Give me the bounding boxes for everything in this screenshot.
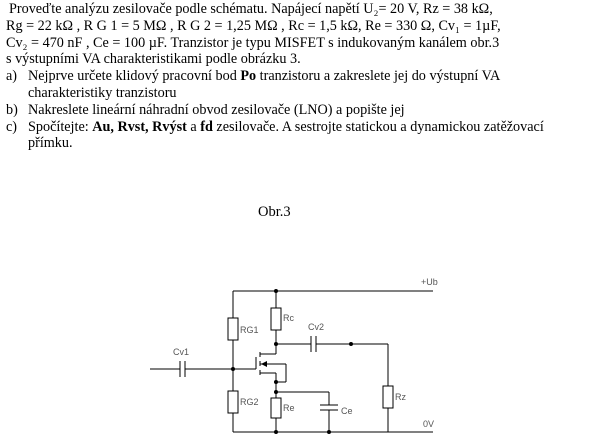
figure-label: Obr.3 bbox=[258, 204, 291, 220]
task-a: a) Nejprve určete klidový pracovní bod P… bbox=[6, 68, 586, 102]
rz-label: Rz bbox=[395, 392, 406, 402]
substrate-arrow-icon bbox=[261, 361, 267, 367]
re-label: Re bbox=[283, 403, 295, 413]
cv2-label: Cv2 bbox=[308, 322, 324, 332]
problem-text: Proveďte analýzu zesilovače podle schéma… bbox=[6, 1, 586, 152]
task-b-mark: b) bbox=[6, 101, 18, 118]
ground-label: 0V bbox=[423, 419, 434, 429]
output-node-dot bbox=[349, 342, 353, 346]
task-c-text-2: a bbox=[186, 118, 201, 135]
rc-label: Rc bbox=[283, 313, 294, 323]
re-ce-node-dot bbox=[274, 390, 278, 394]
rc-supply-dot bbox=[274, 289, 278, 293]
ce-ground-dot bbox=[327, 430, 331, 434]
rg2-label: RG2 bbox=[240, 397, 259, 407]
task-c-text-3: zesilovače. A sestrojte statickou a dyna… bbox=[28, 118, 544, 152]
task-c-bold-2: fd bbox=[200, 118, 213, 135]
task-c: c) Spočítejte: Au, Rvst, Rvýst a fd zesi… bbox=[6, 119, 586, 153]
task-a-bold: Po bbox=[240, 68, 257, 85]
re-ground-dot bbox=[274, 430, 278, 434]
intro-line-4: s výstupními VA charakteristikami podle … bbox=[6, 51, 301, 68]
task-a-text-1: Nejprve určete klidový pracovní bod bbox=[28, 68, 241, 85]
task-a-mark: a) bbox=[6, 68, 18, 85]
intro-line-3: Cv₂ = 470 nF , Ce = 100 µF. Tranzistor j… bbox=[6, 34, 500, 51]
rg1-resistor bbox=[227, 317, 239, 341]
re-resistor bbox=[270, 397, 282, 419]
rg2-resistor bbox=[227, 390, 239, 414]
ce-label: Ce bbox=[341, 406, 353, 416]
task-b-text: Nakreslete lineární náhradní obvod zesil… bbox=[28, 101, 405, 118]
task-a-text-2: tranzistoru a zakreslete jej do výstupní… bbox=[28, 68, 500, 101]
problem-intro: Proveďte analýzu zesilovače podle schéma… bbox=[6, 1, 586, 68]
task-c-text-1: Spočítejte: bbox=[28, 118, 93, 135]
task-c-bold-1: Au, Rvst, Rvýst bbox=[92, 118, 187, 135]
rc-resistor bbox=[270, 307, 282, 331]
task-b: b) Nakreslete lineární náhradní obvod ze… bbox=[6, 102, 586, 119]
intro-line-2: Rg = 22 kΩ , R G 1 = 5 MΩ , R G 2 = 1,25… bbox=[6, 17, 501, 34]
rg1-label: RG1 bbox=[240, 325, 259, 335]
task-c-mark: c) bbox=[6, 118, 18, 135]
supply-label: +Ub bbox=[421, 277, 438, 287]
task-list: a) Nejprve určete klidový pracovní bod P… bbox=[6, 68, 586, 152]
cv1-label: Cv1 bbox=[173, 347, 189, 357]
rz-resistor bbox=[382, 385, 394, 409]
intro-line-1: Proveďte analýzu zesilovače podle schéma… bbox=[9, 1, 493, 17]
